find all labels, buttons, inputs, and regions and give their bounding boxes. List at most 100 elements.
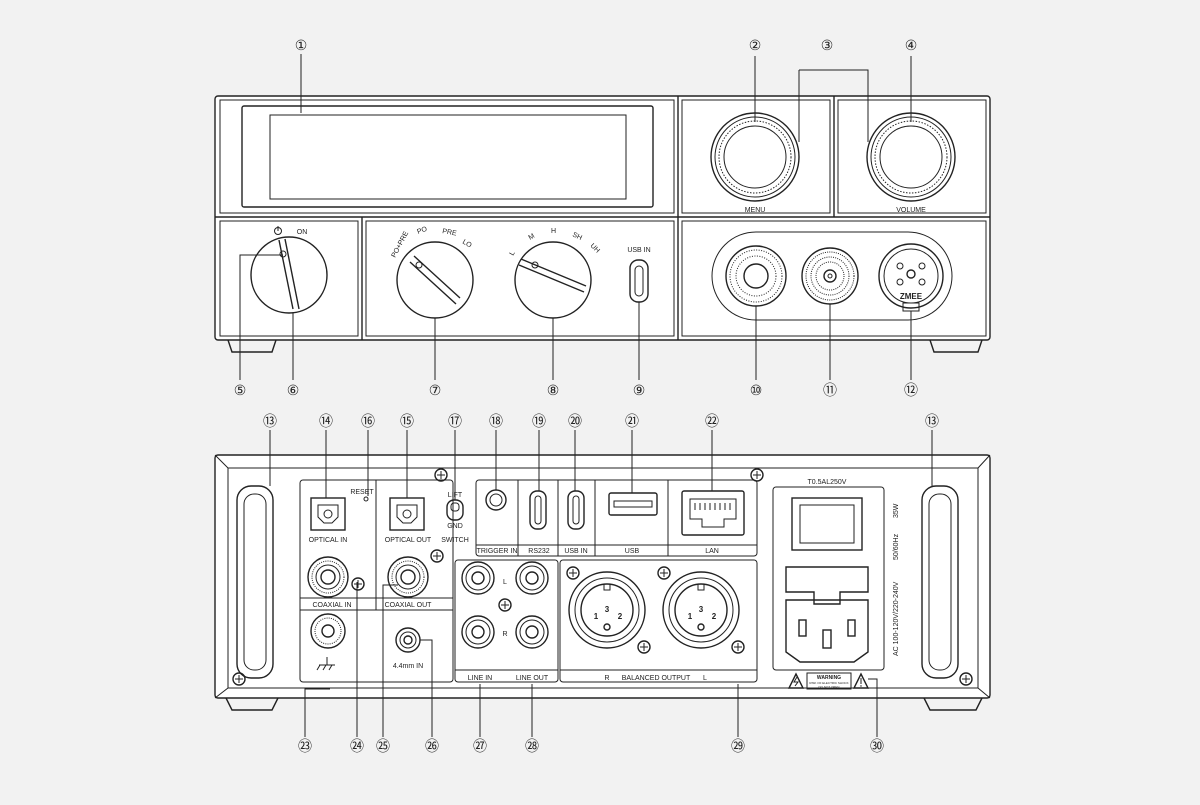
xlr-l-pin-1: 1 [688,612,693,621]
power-switch-rocker[interactable] [791,497,863,551]
line-in-r-rca[interactable] [461,615,495,649]
coaxial-out-label: COAXIAL OUT [385,602,433,609]
rear-panel: OPTICAL IN RESET OPTICAL OUT LIFT GND SW… [214,454,991,711]
output-option-pre: PRE [442,228,458,237]
xlr-r-pin-1: 1 [594,612,599,621]
callout-19: ⑲ [532,413,546,429]
line-l-label: L [503,579,507,586]
callout-21: ㉑ [625,413,639,429]
volume-label: VOLUME [896,207,926,214]
power-rating-watts: 35W [893,503,900,518]
callout-22: ㉒ [705,413,719,429]
usb-label: USB [625,548,640,555]
usb-a-port[interactable] [608,492,658,516]
screw-icon [434,468,448,482]
reset-button[interactable] [363,496,369,502]
warning-label: WARNING [817,675,841,681]
menu-label: MENU [745,207,766,214]
gain-option-m: M [528,233,537,242]
screw-icon [566,566,580,580]
balanced-l-label: L [703,675,707,682]
optical-in-port[interactable] [310,497,346,531]
callout-13-right: ⑬ [925,413,939,429]
optical-out-label: OPTICAL OUT [385,537,432,544]
iec-power-inlet[interactable] [785,566,869,663]
power-on-label: ON [297,229,308,236]
screw-icon [351,577,365,591]
callout-29: ㉙ [731,738,745,754]
callout-1: ① [295,37,308,53]
rear-usb-c-in-port[interactable] [567,490,585,530]
power-rating-voltage: AC 100-120V/220-240V [893,581,900,656]
output-option-po: PO [416,226,428,236]
warning-sub2: DO NOT OPEN [819,685,840,689]
gain-option-sh: SH [571,231,583,241]
callout-20: ⑳ [568,413,582,429]
callout-11: ⑪ [823,382,837,398]
left-vent [236,485,274,679]
switch-gnd-label: GND [447,523,463,530]
trigger-in-label: TRIGGER IN [477,548,518,555]
display-window [241,105,654,208]
rear-usb-in-label: USB IN [564,548,587,555]
power-rating-frequency: 50/60Hz [893,533,900,560]
switch-label: SWITCH [441,537,469,544]
line-r-label: R [502,631,507,638]
right-vent [921,485,959,679]
xlr-output-l[interactable] [662,571,740,649]
line-out-l-rca[interactable] [515,561,549,595]
callout-10: ⑩ [750,382,763,398]
callout-8: ⑧ [547,382,560,398]
line-in-label: LINE IN [468,675,493,682]
power-knob[interactable] [250,236,328,314]
xlr-l-pin-3: 3 [699,605,704,614]
coaxial-in-port[interactable] [307,556,349,598]
xlr-output-r[interactable] [568,571,646,649]
power-icon [274,226,282,235]
ground-icon [316,657,335,671]
callout-13-left: ⑬ [263,413,277,429]
callout-28: ㉘ [525,738,539,754]
callout-16: ⑯ [361,413,375,429]
rs232-label: RS232 [528,548,550,555]
callout-17: ⑰ [448,413,462,429]
screw-icon [232,672,246,686]
coaxial-in-label: COAXIAL IN [312,602,351,609]
screw-icon [430,549,444,563]
callout-24: ㉔ [350,738,364,754]
line-out-label: LINE OUT [516,675,549,682]
screw-icon [959,672,973,686]
screw-icon [731,640,745,654]
callout-25: ㉕ [376,738,390,754]
front-panel: MENU VOLUME ON PO+PRE PO [214,95,991,353]
screw-icon [498,598,512,612]
coaxial-out-port[interactable] [387,556,429,598]
callouts: ① ② ③ ④ ⑤ ⑥ ⑦ ⑧ ⑨ ⑩ ⑪ ⑫ ⑬ ⑬ ⑭ ⑮ ⑯ ⑰ ⑱ ⑲ … [234,37,939,754]
callout-7: ⑦ [429,382,442,398]
rs232-usb-c-port[interactable] [529,490,547,530]
warning-box [806,672,852,690]
xlr-4pin-headphone-jack[interactable] [878,243,944,312]
line-in-l-rca[interactable] [461,561,495,595]
fuse-label: T0.5AL250V [808,479,847,486]
callout-30: ㉚ [870,738,884,754]
ground-terminal[interactable] [310,613,346,649]
lan-label: LAN [705,548,719,555]
callout-6: ⑥ [287,382,300,398]
line-out-r-rca[interactable] [515,615,549,649]
warning-sub1: RISK OF ELECTRIC SHOCK [809,681,848,685]
callout-3: ③ [821,37,834,53]
lan-port[interactable] [681,490,745,536]
jack-plate [711,231,953,321]
callout-12: ⑫ [904,382,918,398]
xlr-r-pin-2: 2 [618,612,623,621]
callout-27: ㉗ [473,738,487,754]
gain-option-h: H [551,228,556,235]
caution-icon [852,672,870,689]
balanced-r-label: R [604,675,609,682]
brand-logo: ZMEE [900,292,923,301]
screw-icon [657,566,671,580]
callout-5: ⑤ [234,382,247,398]
callout-23: ㉓ [298,738,312,754]
